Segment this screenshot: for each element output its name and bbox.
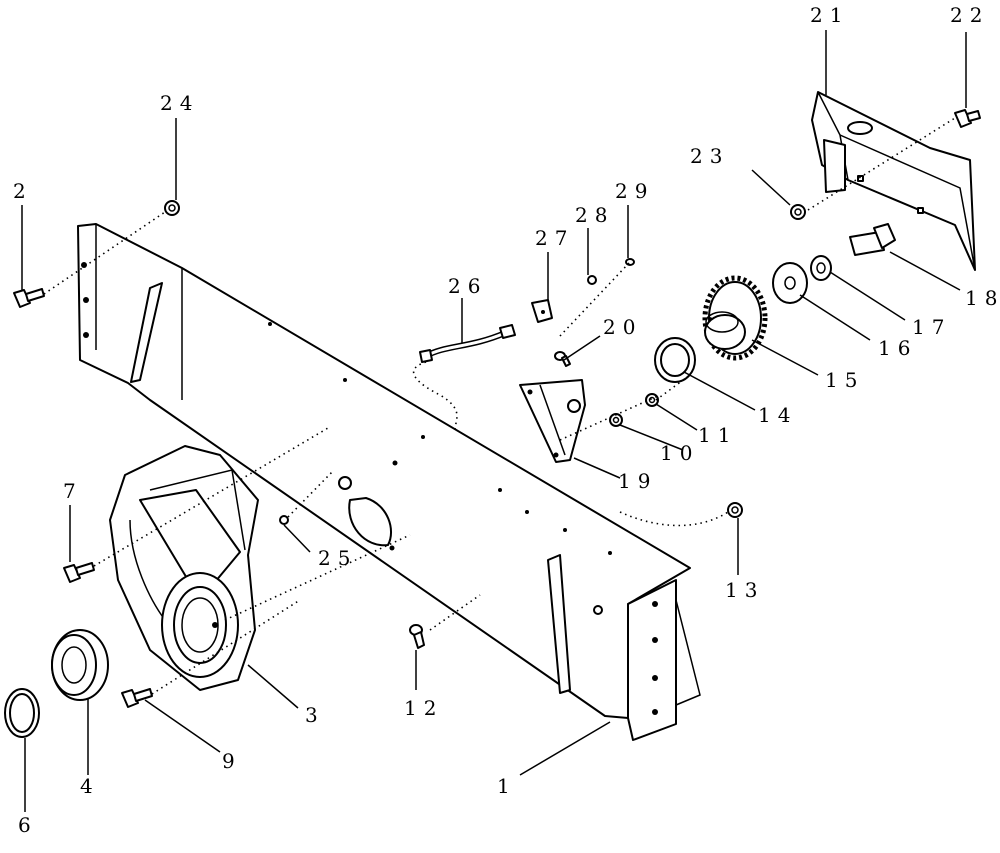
hose-part-26 bbox=[419, 324, 516, 363]
bolt-part-12 bbox=[409, 624, 425, 649]
fitting-part-29 bbox=[625, 258, 635, 266]
nut-part-24 bbox=[164, 200, 180, 216]
callout-26: 26 bbox=[448, 274, 487, 298]
bearing-part bbox=[51, 629, 109, 701]
cover-plate-part-21 bbox=[811, 91, 976, 271]
callout-4: 4 bbox=[80, 774, 100, 798]
seal-ring bbox=[4, 688, 40, 738]
nut-part-13 bbox=[727, 502, 743, 518]
bolt-part-20 bbox=[554, 351, 571, 367]
callout-3: 3 bbox=[305, 703, 325, 727]
callout-20: 20 bbox=[603, 315, 642, 339]
callout-18: 18 bbox=[965, 286, 1000, 310]
callout-9: 9 bbox=[222, 749, 242, 773]
bolt-part-9 bbox=[121, 688, 153, 708]
callout-28: 28 bbox=[575, 203, 614, 227]
fitting-part-28 bbox=[587, 275, 597, 285]
callout-16: 16 bbox=[878, 336, 917, 360]
callout-12: 12 bbox=[404, 696, 443, 720]
seal-part-14 bbox=[654, 337, 696, 383]
callout-19: 19 bbox=[618, 469, 657, 493]
callout-10: 10 bbox=[660, 441, 699, 465]
bolt-part-2 bbox=[13, 288, 45, 308]
callout-17: 17 bbox=[912, 315, 951, 339]
callout-24: 24 bbox=[160, 91, 199, 115]
bolt-part-18 bbox=[849, 223, 896, 256]
bracket-part-19 bbox=[519, 379, 586, 463]
callout-labels: 1 2 3 4 6 7 9 10 11 12 13 14 15 16 17 18… bbox=[13, 3, 1000, 837]
fitting-part-25 bbox=[279, 515, 289, 525]
washer-part-10 bbox=[609, 413, 623, 427]
nut-part-11 bbox=[645, 393, 659, 407]
assembly-paths bbox=[43, 117, 956, 695]
callout-27: 27 bbox=[535, 226, 574, 250]
callout-15: 15 bbox=[825, 368, 864, 392]
callout-13: 13 bbox=[725, 578, 764, 602]
callout-22: 22 bbox=[950, 3, 989, 27]
bolt-part-7 bbox=[63, 562, 95, 583]
callout-23: 23 bbox=[690, 144, 729, 168]
gear-housing bbox=[109, 445, 259, 691]
bolt-part-22 bbox=[954, 109, 981, 128]
callout-21: 21 bbox=[810, 3, 849, 27]
callout-25: 25 bbox=[318, 546, 357, 570]
gear-part-15 bbox=[702, 275, 768, 361]
main-beam bbox=[77, 223, 701, 741]
lockwasher-part-17 bbox=[810, 255, 832, 281]
callout-7: 7 bbox=[63, 479, 83, 503]
callout-29: 29 bbox=[615, 179, 654, 203]
callout-1: 1 bbox=[497, 774, 517, 798]
callout-6: 6 bbox=[18, 813, 38, 837]
leader-lines bbox=[21, 30, 967, 812]
nut-part-23 bbox=[790, 204, 806, 220]
callout-11: 11 bbox=[698, 423, 737, 447]
washer-part-16 bbox=[772, 262, 808, 304]
callout-14: 14 bbox=[758, 403, 797, 427]
callout-2: 2 bbox=[13, 179, 33, 203]
clip-part-27 bbox=[531, 299, 553, 323]
